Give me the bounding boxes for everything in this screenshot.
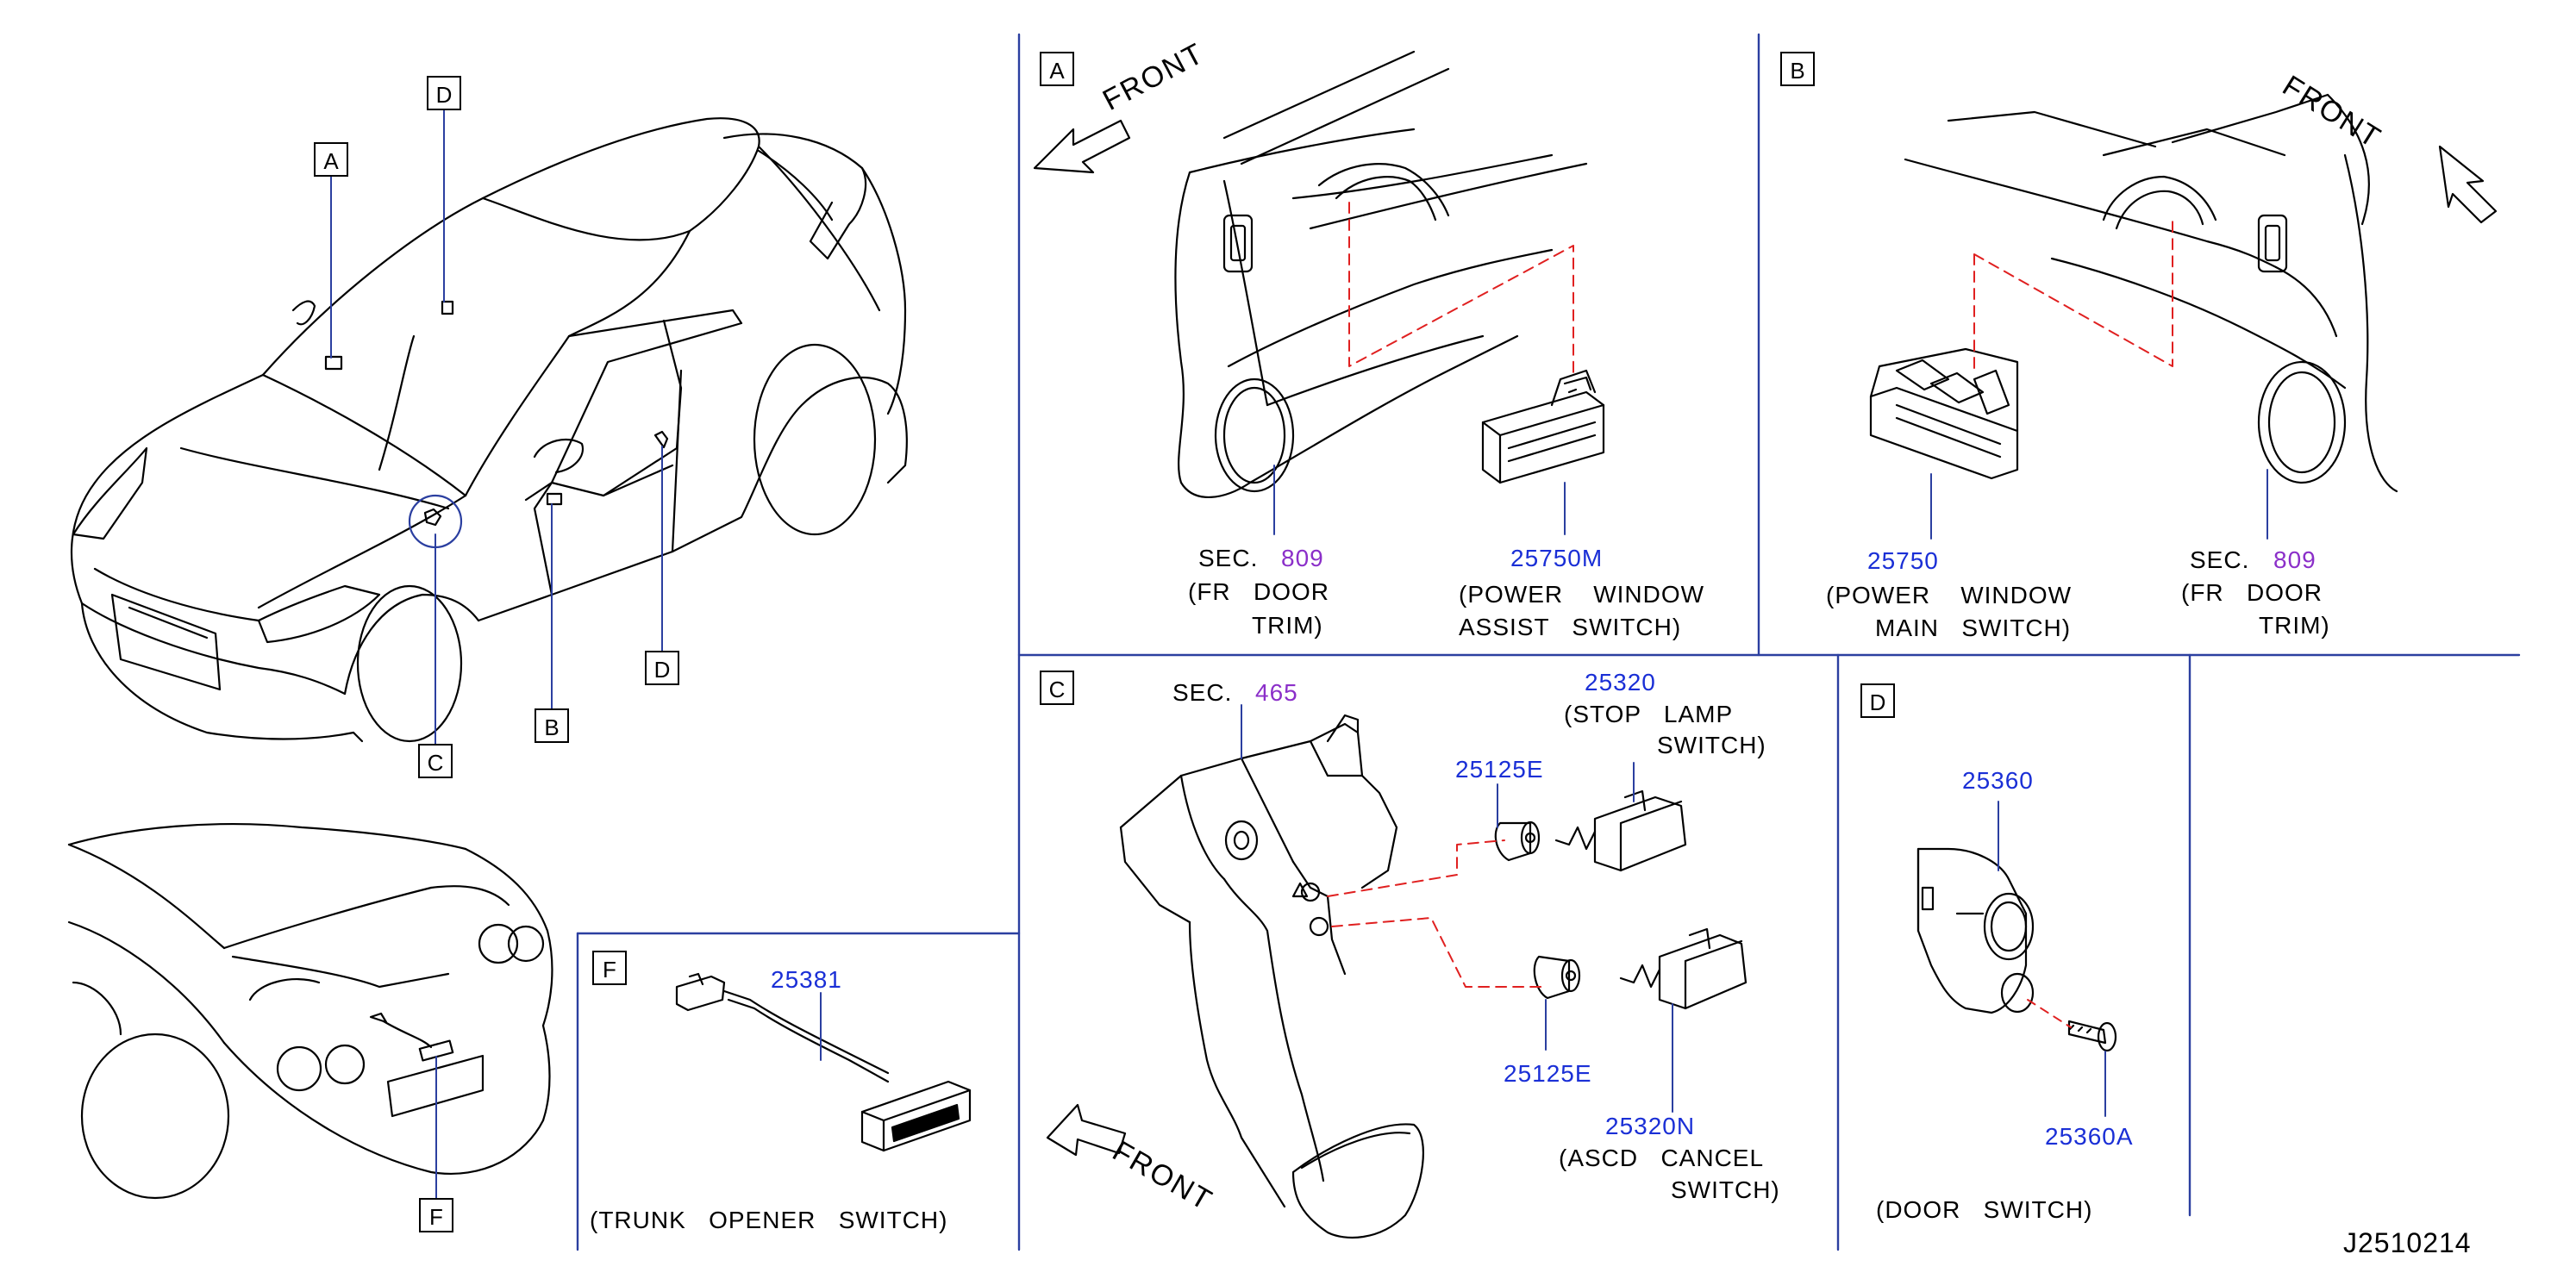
clip-25125e-bottom [1533,955,1581,1000]
panel-b-part-number[interactable]: 25750 [1867,547,1939,574]
catalog-code: J2510214 [2343,1227,2472,1258]
panel-b-trim-line1: (FR DOOR [2181,579,2323,606]
panel-c-blue-leaders [1241,704,1673,1113]
panel-a-blue-leaders [1273,465,1566,535]
panel-c-sec-label: SEC. [1172,679,1233,706]
panel-c-stop-lamp-line2: SWITCH) [1657,732,1766,758]
callout-box-d-bottom[interactable]: D [645,651,679,685]
door-switch-screw [2067,1020,2117,1052]
callout-box-a[interactable]: A [314,142,348,177]
stop-lamp-switch [1554,789,1687,872]
panel-label-f: F [592,951,627,985]
panel-d-red-leader [2027,999,2072,1028]
panel-d-screw-number[interactable]: 25360A [2045,1123,2134,1150]
panel-c-clip-number-bottom[interactable]: 25125E [1504,1060,1592,1087]
panel-a-red-leaders [1348,202,1574,376]
panel-b-drawing [1869,93,2498,493]
panel-c-ascd-line1: (ASCD CANCEL [1559,1145,1765,1171]
car-overview-front [70,117,908,743]
callout-box-c[interactable]: C [418,744,453,778]
panel-b-sec-label: SEC. [2190,546,2250,573]
panel-a-trim-line2: TRIM) [1252,612,1323,639]
power-window-main-switch [1869,347,2019,480]
panel-a-sec-number[interactable]: 809 [1281,545,1324,571]
panel-a-part-number[interactable]: 25750M [1510,545,1604,571]
callout-box-d-top[interactable]: D [427,76,461,110]
panel-c-clip-number-top[interactable]: 25125E [1455,756,1544,783]
panel-c-sec-number[interactable]: 465 [1255,679,1298,706]
panel-f-drawing [675,972,972,1152]
panel-f-caption: (TRUNK OPENER SWITCH) [590,1207,948,1233]
panel-label-d: D [1860,683,1895,718]
panel-label-a: A [1040,52,1074,86]
panel-b-part-line2: MAIN SWITCH) [1875,615,2072,641]
panel-d-part-number[interactable]: 25360 [1962,767,2034,794]
panel-c-drawing [1046,714,1748,1239]
power-window-assist-switch [1481,369,1605,484]
panel-c-ascd-number[interactable]: 25320N [1605,1113,1696,1139]
panel-b-part-line1: (POWER WINDOW [1826,582,2073,608]
panel-a-sec-label: SEC. [1198,545,1259,571]
panel-f-part-number[interactable]: 25381 [771,966,842,993]
panel-c-stop-lamp-number[interactable]: 25320 [1585,669,1656,696]
callout-box-f[interactable]: F [419,1198,453,1232]
panel-label-b: B [1780,52,1815,86]
panel-a-trim-line1: (FR DOOR [1188,578,1329,605]
panel-label-c: C [1040,671,1074,705]
panel-b-blue-leaders [1930,469,2268,540]
overview-callout-leaders [330,109,663,745]
panel-dividers [576,33,2521,1251]
panel-b-trim-line2: TRIM) [2259,612,2330,639]
panel-b-red-leaders [1973,219,2173,371]
callout-box-b[interactable]: B [535,708,569,743]
ascd-cancel-switch [1619,927,1748,1010]
panel-a-drawing [1033,50,1605,499]
panel-c-stop-lamp-line1: (STOP LAMP [1564,701,1734,727]
panel-b-sec-number[interactable]: 809 [2273,546,2317,573]
panel-c-red-leaders [1327,839,1544,988]
panel-d-drawing [1916,847,2117,1052]
car-overview-rear [67,823,553,1200]
panel-a-part-line2: ASSIST SWITCH) [1459,614,1682,640]
panel-a-part-line1: (POWER WINDOW [1459,581,1705,608]
panel-d-caption: (DOOR SWITCH) [1876,1196,2093,1223]
panel-d-blue-leaders [1998,801,2106,1117]
panel-c-ascd-line2: SWITCH) [1671,1176,1780,1203]
